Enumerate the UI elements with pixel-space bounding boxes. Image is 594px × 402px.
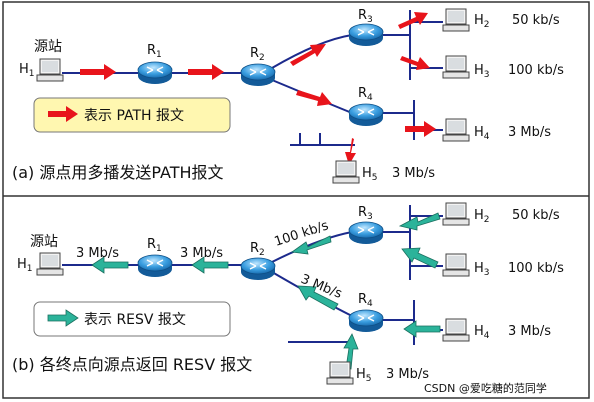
resv-arrow-r2-r1 [191,256,229,274]
router-r3-a [348,23,384,47]
path-arrows [80,12,436,165]
host-h4-a [442,118,470,142]
rate-h4-a: 3 Mb/s [508,125,551,140]
legend-arrow-path [48,106,78,122]
host-label-h4-a: H4 [474,125,490,142]
legend-arrow-resv [47,309,79,327]
host-h4-b [442,318,470,342]
resv-arrow-h5-r4 [343,333,359,370]
host-h5-b [326,361,354,385]
resv-arrow-h4-r4 [403,320,441,338]
rate-h5-a: 3 Mb/s [392,166,435,181]
rate-h3-b: 100 kb/s [508,261,564,276]
source-label-b: 源站 [30,234,58,250]
link-r2-r3-b [271,231,353,263]
host-h3-a [442,55,470,79]
router-label-r4-a: R4 [358,86,373,103]
router-r3-b [348,221,384,245]
host-label-h3-a: H3 [474,63,490,80]
rate-h3-a: 100 kb/s [508,63,564,78]
path-arrow-h1-r1 [80,64,116,80]
rate-h5-b: 3 Mb/s [386,367,429,382]
rate-r1-r2-b: 3 Mb/s [180,246,223,261]
host-label-h5-a: H5 [362,166,378,183]
resv-arrow-r4-r2 [297,285,339,311]
path-arrow-r3-h3 [400,56,430,70]
resv-arrow-h3-r3 [401,247,439,269]
router-label-r1-b: R1 [147,237,162,254]
router-label-r3-a: R3 [358,8,373,25]
router-r1-b [137,254,173,278]
watermark: CSDN @爱吃糖的范同学 [424,381,547,395]
host-h2-a [442,8,470,32]
host-h1-a [36,58,64,82]
resv-arrow-r3-r2 [290,235,332,255]
legend-box-a [33,97,231,133]
router-r1-a [137,61,173,85]
path-arrow-r1-r2 [188,64,224,80]
router-label-r1-a: R1 [147,43,162,60]
router-label-r2-a: R2 [250,46,265,63]
legend-box-b [33,301,231,337]
host-h3-b [442,253,470,277]
rate-h2-a: 50 kb/s [512,13,560,28]
panel-a [62,10,443,146]
caption-b: (b) 各终点向源点返回 RESV 报文 [12,355,252,374]
host-h5-a [332,160,360,184]
rate-h2-b: 50 kb/s [512,208,560,223]
host-h1-b [36,252,64,276]
legend-text-a: 表示 PATH 报文 [84,108,184,124]
rate-h1-r1-b: 3 Mb/s [76,246,119,261]
router-label-r3-b: R3 [358,205,373,222]
host-label-h2-a: H2 [474,13,490,30]
resv-arrow-h2-r3 [398,212,441,231]
legend-text-b: 表示 RESV 报文 [84,312,186,328]
router-label-r4-b: R4 [358,292,373,309]
host-label-h2-b: H2 [474,208,490,225]
resv-arrow-r1-h1 [91,256,129,274]
resv-arrows [91,212,441,370]
path-arrow-r2-r4 [296,90,332,106]
host-label-h5-b: H5 [356,367,372,384]
source-label-a: 源站 [34,39,62,55]
path-arrow-r3-h2 [398,12,428,29]
host-label-h1-b: H1 [17,257,33,274]
host-label-h1-a: H1 [19,62,35,79]
router-label-r2-b: R2 [250,241,265,258]
rate-h4-b: 3 Mb/s [508,324,551,339]
caption-a: (a) 源点用多播发送PATH报文 [12,163,224,182]
router-r2-a [240,63,276,87]
host-label-h4-b: H4 [474,324,490,341]
router-r2-b [240,257,276,281]
host-h2-b [442,202,470,226]
path-arrow-r4-h4 [405,121,436,137]
host-label-h3-b: H3 [474,261,490,278]
router-r4-b [348,309,384,333]
path-arrow-r4-h5 [345,138,356,165]
path-arrow-r2-r3 [290,44,326,66]
router-r4-a [348,103,384,127]
